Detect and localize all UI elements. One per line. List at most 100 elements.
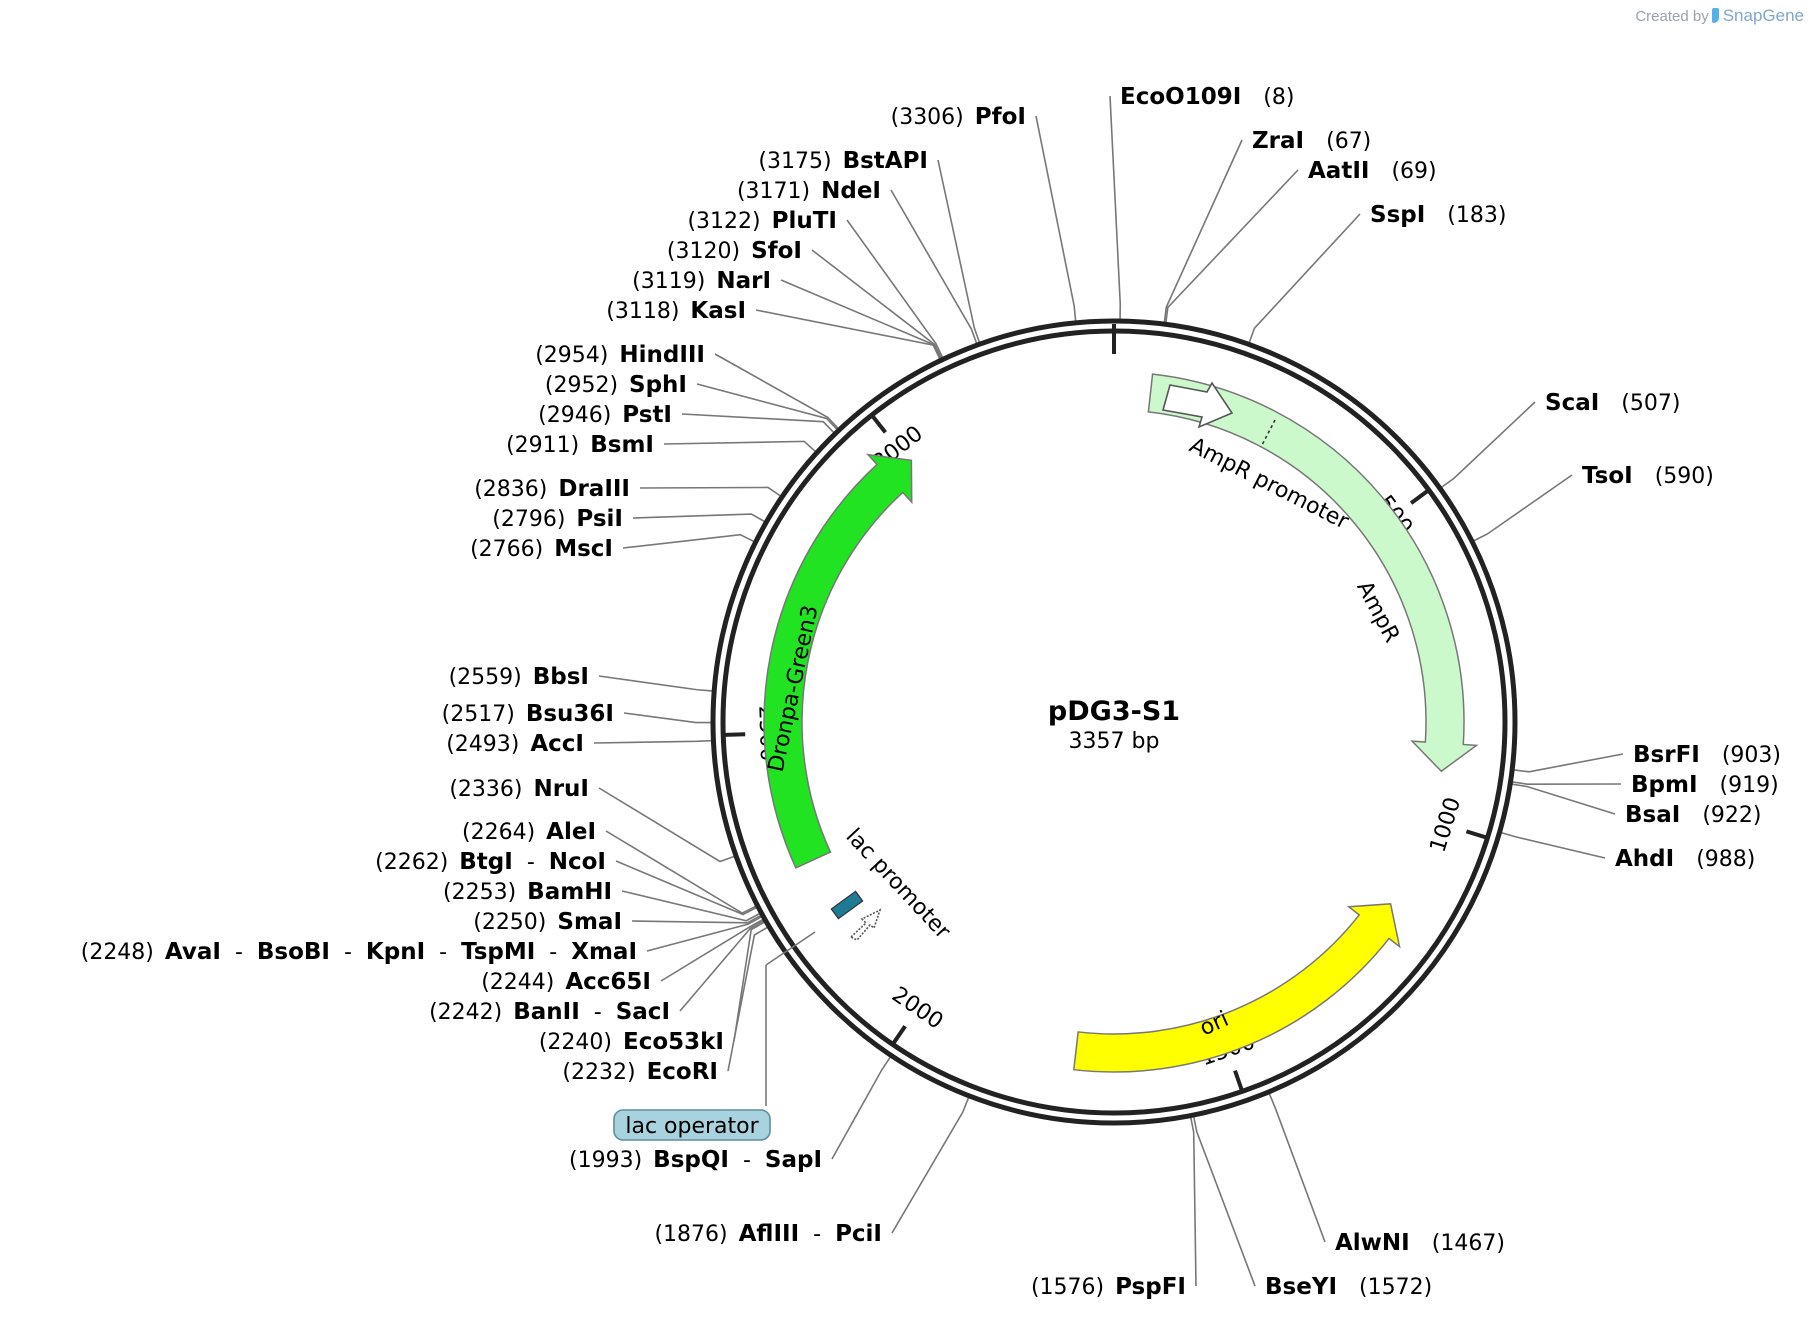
enzyme-site-scai[interactable]: ScaI (507) [1545,390,1680,416]
enzyme-name: SacI [616,999,670,1025]
enzyme-position: (919) [1720,773,1779,798]
enzyme-site-afliii[interactable]: (1876) AflIII - PciI [654,1221,882,1247]
enzyme-site-tsoi[interactable]: TsoI (590) [1582,463,1714,489]
enzyme-site-pspfi[interactable]: (1576) PspFI [1031,1274,1186,1300]
enzyme-position: (1993) [569,1148,642,1173]
enzyme-leader-line [1109,95,1122,320]
enzyme-site-acc65i[interactable]: (2244) Acc65I [481,969,651,995]
enzyme-leader-line [1514,753,1624,773]
enzyme-leader-line [1165,169,1299,323]
enzyme-site-aatii[interactable]: AatII (69) [1308,158,1437,184]
enzyme-site-ecoo109i[interactable]: EcoO109I (8) [1120,84,1294,110]
label-separator [1369,159,1391,184]
enzyme-site-eco53ki[interactable]: (2240) Eco53kI [539,1029,724,1055]
enzyme-site-btgi[interactable]: (2262) BtgI - NcoI [375,849,606,875]
enzyme-site-msci[interactable]: (2766) MscI [470,536,613,562]
enzyme-leader-line [1501,831,1606,859]
enzyme-name: BseYI [1265,1274,1337,1300]
enzyme-site-alwni[interactable]: AlwNI (1467) [1335,1230,1505,1256]
enzyme-leader-line [1268,1093,1326,1243]
enzyme-site-bbsi[interactable]: (2559) BbsI [449,664,589,690]
enzyme-site-draiii[interactable]: (2836) DraIII [474,476,630,502]
enzyme-site-alei[interactable]: (2264) AleI [462,819,596,845]
enzyme-position: (3306) [891,105,964,130]
ampr-promoter-boundary [1260,419,1276,448]
enzyme-position: (1576) [1031,1275,1104,1300]
enzyme-position: (922) [1702,803,1761,828]
lac-operator-label: lac operator [625,1114,759,1139]
enzyme-site-zrai[interactable]: ZraI (67) [1252,128,1371,154]
plasmid-length: 3357 bp [1069,729,1160,754]
enzyme-site-sfoi[interactable]: (3120) SfoI [667,238,802,264]
enzyme-site-banii[interactable]: (2242) BanII - SacI [429,999,670,1025]
enzyme-leader-line [598,787,735,863]
enzyme-name: PstI [622,402,672,428]
enzyme-site-bamhi[interactable]: (2253) BamHI [443,879,612,905]
tick-label: 2000 [887,982,947,1034]
enzyme-site-bspqi[interactable]: (1993) BspQI - SapI [569,1147,822,1173]
backbone-outer-ring [710,318,1518,1126]
enzyme-name: PluTI [772,208,837,234]
enzyme-name: PsiI [576,506,623,532]
enzyme-site-pluti[interactable]: (3122) PluTI [687,208,837,234]
enzyme-site-nari[interactable]: (3119) NarI [632,268,771,294]
label-separator [1680,803,1702,828]
label-separator [546,910,557,935]
enzyme-site-avai[interactable]: (2248) AvaI - BsoBI - KpnI - TspMI - Xma… [81,939,637,965]
enzyme-name: SfoI [751,238,802,264]
credit-brand: SnapGene [1722,6,1804,25]
enzyme-name: SspI [1370,202,1425,228]
enzyme-leader-line [1441,401,1536,488]
enzyme-position: (2836) [474,477,547,502]
enzyme-leader-line [663,440,816,453]
enzyme-position: (67) [1326,129,1371,154]
lac-promoter-label: lac promoter [841,824,956,945]
enzyme-site-nrui[interactable]: (2336) NruI [449,776,589,802]
enzyme-name: HindIII [619,342,705,368]
enzyme-site-ndei[interactable]: (3171) NdeI [737,178,881,204]
enzyme-site-pfoi[interactable]: (3306) PfoI [891,104,1026,130]
enzyme-leader-line [1193,1116,1256,1287]
enzyme-name: KasI [690,298,746,324]
enzyme-site-ahdi[interactable]: AhdI (988) [1615,846,1755,872]
enzyme-site-acci[interactable]: (2493) AccI [446,731,584,757]
enzyme-position: (2232) [562,1060,635,1085]
enzyme-leader-line [632,513,765,523]
enzyme-site-ecori[interactable]: (2232) EcoRI [562,1059,718,1085]
enzyme-site-kasi[interactable]: (3118) KasI [606,298,746,324]
enzyme-name: DraIII [558,476,630,502]
enzyme-site-sphi[interactable]: (2952) SphI [545,372,687,398]
dronpa-green3-arrow [763,453,913,869]
enzyme-name: PfoI [975,104,1026,130]
snapgene-logo-icon [1711,8,1719,23]
label-separator [1337,1275,1359,1300]
enzyme-leader-line [681,413,835,434]
enzyme-leader-line [660,918,764,982]
enzyme-site-bsu36i[interactable]: (2517) Bsu36I [442,701,614,727]
label-separator [554,970,565,995]
enzyme-site-bsai[interactable]: BsaI (922) [1625,802,1761,828]
label-separator [964,105,975,130]
enzyme-position: (2559) [449,665,522,690]
enzyme-site-smai[interactable]: (2250) SmaI [473,909,622,935]
label-separator [1700,743,1722,768]
enzyme-site-bseyi[interactable]: BseYI (1572) [1265,1274,1432,1300]
label-separator [1241,85,1263,110]
enzyme-position: (3120) [667,239,740,264]
enzyme-position: (2253) [443,880,516,905]
enzyme-site-sspi[interactable]: SspI (183) [1370,202,1506,228]
enzyme-site-psti[interactable]: (2946) PstI [538,402,672,428]
enzyme-site-psii[interactable]: (2796) PsiI [492,506,623,532]
enzyme-site-bpmi[interactable]: BpmI (919) [1631,772,1779,798]
enzyme-site-bsrfi[interactable]: BsrFI (903) [1633,742,1781,768]
enzyme-name: NruI [533,776,589,802]
label-separator [543,537,554,562]
enzyme-site-bstapi[interactable]: (3175) BstAPI [758,148,928,174]
enzyme-position: (1467) [1432,1231,1505,1256]
enzyme-site-bsmi[interactable]: (2911) BsmI [506,432,654,458]
label-separator [515,702,526,727]
enzyme-site-hindiii[interactable]: (2954) HindIII [535,342,705,368]
label-separator [1425,203,1447,228]
enzyme-name: SapI [765,1147,822,1173]
enzyme-position: (2240) [539,1030,612,1055]
